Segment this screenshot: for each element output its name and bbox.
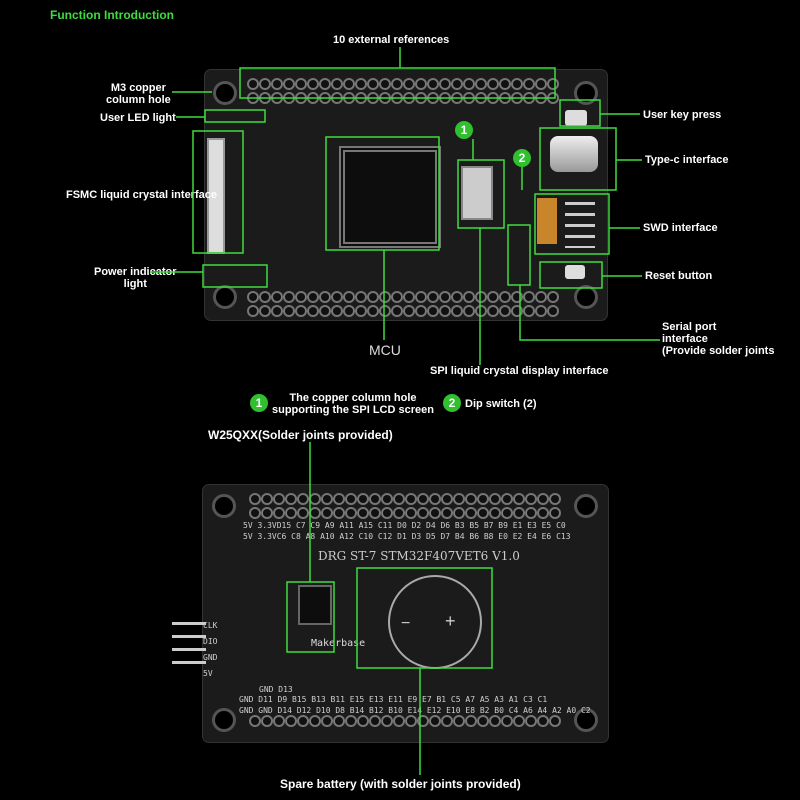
box-reset [539, 261, 603, 289]
label-copper-hole: M3 copper column hole [106, 82, 171, 106]
silk-gnd-d13: GND D13 [259, 685, 293, 694]
brand-logo-text: Makerbase [311, 638, 366, 649]
label-battery: Spare battery (with solder joints provid… [280, 777, 521, 791]
label-user-key: User key press [643, 109, 722, 121]
box-external-refs [239, 67, 556, 99]
box-typec [539, 127, 617, 191]
copper-hole [577, 711, 595, 729]
dip-switch [537, 198, 557, 244]
bottom-board-pins-top-2 [251, 509, 559, 517]
silk-top-row-1: 5V 3.3VD15 C7 C9 A9 A11 A15 C11 D0 D2 D4… [243, 521, 566, 530]
swd-pin-gnd: GND [203, 653, 218, 662]
box-mcu [325, 136, 440, 251]
label-swd: SWD interface [643, 222, 718, 234]
typec-port [550, 136, 598, 172]
label-user-led: User LED light [100, 112, 176, 124]
box-fsmc [192, 130, 244, 254]
battery-plus: + [445, 611, 456, 631]
bottom-header-pins [249, 293, 557, 301]
box-spi [457, 159, 505, 229]
box-serial [507, 224, 531, 286]
top-header-pins [249, 80, 557, 88]
line-serial [519, 285, 660, 341]
bottom-board: 5V 3.3VD15 C7 C9 A9 A11 A15 C11 D0 D2 D4… [203, 485, 608, 742]
label-external-refs: 10 external references [333, 34, 450, 46]
swd-pin-header [565, 202, 595, 248]
legend-number-1: 1 [250, 394, 268, 412]
legend-text-2: Dip switch (2) [465, 398, 537, 410]
w25q-flash-chip [298, 585, 332, 625]
copper-hole [577, 84, 595, 102]
swd-pin-clk: CLK [203, 621, 218, 630]
bottom-board-pins-top [251, 495, 559, 503]
battery-minus: − [401, 615, 411, 632]
legend-number-2: 2 [443, 394, 461, 412]
copper-hole [577, 497, 595, 515]
label-serial: Serial port interface (Provide solder jo… [662, 321, 775, 357]
silk-bottom-row-1: GND D11 D9 B15 B13 B11 E15 E13 E11 E9 E7… [239, 695, 548, 704]
box-power-led [202, 264, 268, 288]
spi-lcd-connector [461, 166, 493, 220]
bottom-header-pins-2 [249, 307, 557, 315]
box-battery [356, 567, 493, 669]
swd-pin-dio: DIO [203, 637, 218, 646]
box-w25q [286, 581, 335, 653]
box-swd [534, 193, 610, 255]
label-mcu: MCU [369, 342, 401, 358]
swd-pin-labels: CLK DIO GND 5V [203, 618, 217, 682]
bottom-board-pins-bottom [251, 717, 559, 725]
copper-hole [215, 497, 233, 515]
board-name: DRG ST-7 STM32F407VET6 V1.0 [318, 549, 520, 563]
box-user-led [204, 109, 266, 123]
reset-button [565, 265, 585, 279]
swd-external-pins [172, 622, 206, 674]
callout-1: 1 [455, 121, 473, 139]
silk-top-row-2: 5V 3.3VC6 C8 A8 A10 A12 C10 C12 D1 D3 D5… [243, 532, 571, 541]
page-title: Function Introduction [50, 8, 174, 22]
copper-hole [215, 711, 233, 729]
label-w25q: W25QXX(Solder joints provided) [208, 428, 393, 442]
silk-bottom-row-2: GND GND D14 D12 D10 D8 B14 B12 B10 E14 E… [239, 706, 591, 715]
box-user-key [559, 99, 601, 127]
user-key-button [565, 110, 587, 126]
callout-2: 2 [513, 149, 531, 167]
swd-pin-5v: 5V [203, 669, 213, 678]
label-fsmc: FSMC liquid crystal interface [66, 189, 217, 201]
copper-hole [216, 84, 234, 102]
legend-text-1: The copper column hole supporting the SP… [272, 392, 434, 416]
label-typec: Type-c interface [645, 154, 729, 166]
label-spi-lcd: SPI liquid crystal display interface [430, 365, 609, 377]
mcu-chip [339, 146, 441, 248]
label-reset: Reset button [645, 270, 713, 282]
copper-hole [216, 288, 234, 306]
copper-hole [577, 288, 595, 306]
